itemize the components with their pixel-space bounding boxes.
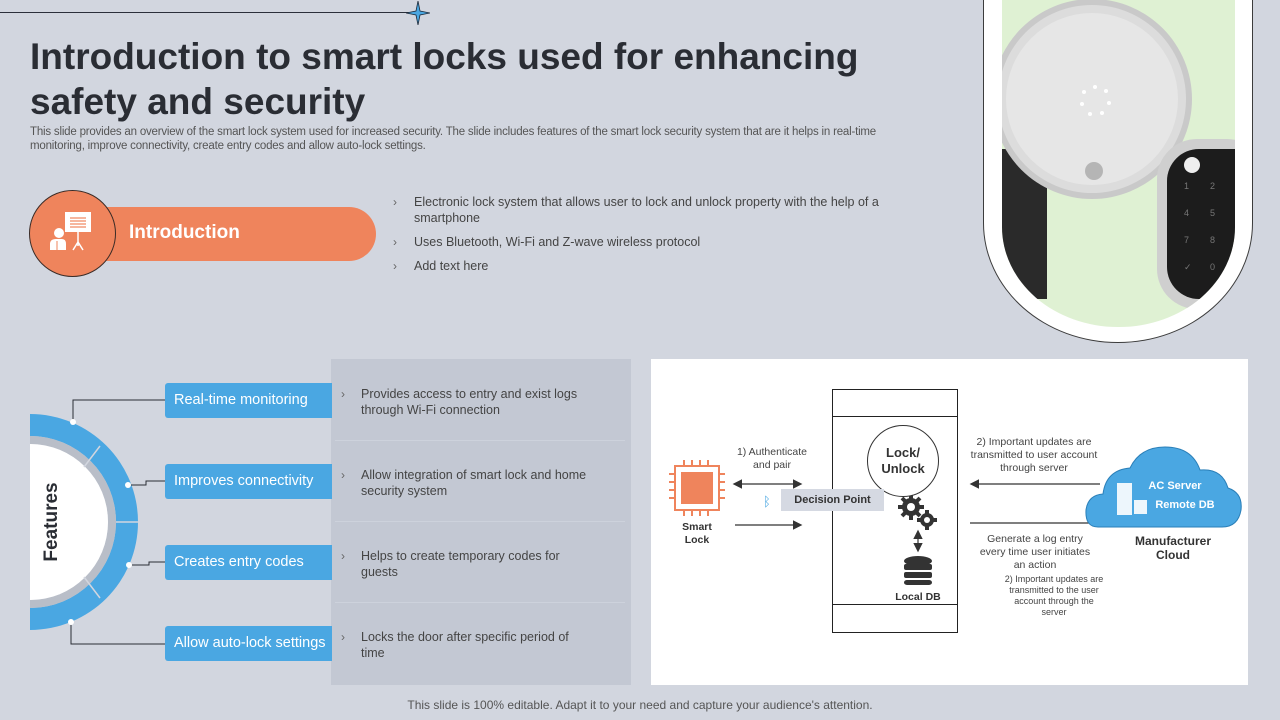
feature-description: ›Locks the door after specific period of… <box>341 630 569 660</box>
introduction-bullet-list: ›Electronic lock system that allows user… <box>393 194 893 282</box>
introduction-icon-circle <box>29 190 116 277</box>
introduction-bullet: ›Add text here <box>393 259 489 273</box>
feature-description: ›Provides access to entry and exist logs… <box>341 387 578 417</box>
introduction-bullet: ›Electronic lock system that allows user… <box>393 195 879 225</box>
local-db-label: Local DB <box>895 591 941 603</box>
row-divider <box>335 440 625 441</box>
star-icon <box>406 1 430 25</box>
svg-text:7: 7 <box>1184 235 1189 245</box>
row-divider <box>335 521 625 522</box>
introduction-banner <box>70 207 376 261</box>
features-arc <box>30 399 165 645</box>
smart-lock-illustration: 1 2 4 5 7 8 ✓ 0 <box>1002 0 1235 309</box>
chevron-right-icon: › <box>393 235 397 249</box>
features-description-panel <box>331 359 631 685</box>
svg-text:5: 5 <box>1210 208 1215 218</box>
page-title: Introduction to smart locks used for enh… <box>30 36 859 122</box>
introduction-bullet: ›Uses Bluetooth, Wi-Fi and Z-wave wirele… <box>393 235 701 249</box>
chevron-right-icon: › <box>341 549 345 563</box>
top-divider-line <box>0 12 410 13</box>
chevron-right-icon: › <box>341 630 345 644</box>
introduction-label: Introduction <box>129 222 240 243</box>
box-divider <box>833 416 957 417</box>
box-divider <box>833 604 957 605</box>
photo-background: 1 2 4 5 7 8 ✓ 0 <box>1002 0 1235 327</box>
presentation-icon <box>50 212 91 251</box>
svg-text:4: 4 <box>1184 208 1189 218</box>
feature-real-time-monitoring: Real-time monitoring <box>165 383 332 418</box>
footer-note: This slide is 100% editable. Adapt it to… <box>407 698 873 712</box>
decision-point-label: Decision Point <box>781 489 884 511</box>
feature-description: ›Allow integration of smart lock and hom… <box>341 468 587 498</box>
features-label: Features <box>41 482 62 562</box>
feature-creates-entry-codes: Creates entry codes <box>165 545 332 580</box>
chevron-right-icon: › <box>341 387 345 401</box>
svg-text:2: 2 <box>1210 181 1215 191</box>
lock-unlock-circle <box>867 425 939 497</box>
feature-improves-connectivity: Improves connectivity <box>165 464 332 499</box>
chevron-right-icon: › <box>393 259 397 273</box>
chevron-right-icon: › <box>393 195 397 209</box>
lock-unlock-label: Lock/Unlock <box>881 445 925 476</box>
row-divider <box>335 602 625 603</box>
feature-auto-lock-settings: Allow auto-lock settings <box>165 626 332 661</box>
decision-box <box>832 389 958 633</box>
smart-lock-photo: 1 2 4 5 7 8 ✓ 0 <box>983 0 1253 343</box>
remote-db-label: Remote DB <box>1155 499 1215 511</box>
ac-server-label: AC Server <box>1148 480 1202 492</box>
svg-text:1: 1 <box>1184 181 1189 191</box>
chevron-right-icon: › <box>341 468 345 482</box>
svg-text:0: 0 <box>1210 262 1215 272</box>
feature-description: ›Helps to create temporary codes for gue… <box>341 549 560 579</box>
page-subtitle: This slide provides an overview of the s… <box>30 126 877 152</box>
svg-text:8: 8 <box>1210 235 1215 245</box>
svg-text:✓: ✓ <box>1184 262 1192 272</box>
